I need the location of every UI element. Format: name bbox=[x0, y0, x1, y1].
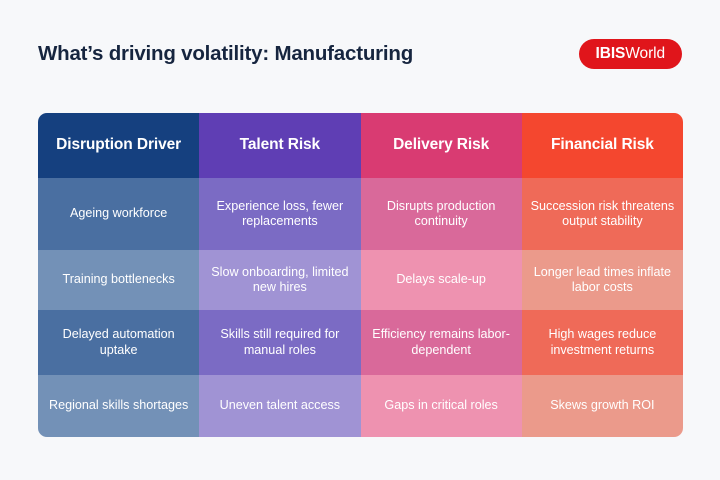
ibisworld-logo: IBISWorld bbox=[578, 39, 682, 69]
cell-talent-1: Experience loss, fewer replacements bbox=[199, 178, 361, 250]
table-row: Regional skills shortages Uneven talent … bbox=[38, 375, 683, 437]
column-header-disruption-driver: Disruption Driver bbox=[38, 113, 200, 178]
risk-matrix-table: Disruption Driver Talent Risk Delivery R… bbox=[38, 113, 683, 437]
cell-talent-4: Uneven talent access bbox=[199, 375, 361, 437]
cell-financial-4: Skews growth ROI bbox=[521, 375, 683, 437]
logo-text-bold: IBIS bbox=[595, 45, 626, 62]
cell-driver-3: Delayed automation uptake bbox=[38, 310, 200, 375]
cell-delivery-2: Delays scale-up bbox=[360, 250, 522, 310]
cell-driver-1: Ageing workforce bbox=[38, 178, 200, 250]
table-row: Training bottlenecks Slow onboarding, li… bbox=[38, 250, 683, 310]
cell-driver-2: Training bottlenecks bbox=[38, 250, 200, 310]
cell-talent-2: Slow onboarding, limited new hires bbox=[199, 250, 361, 310]
cell-financial-3: High wages reduce investment returns bbox=[521, 310, 683, 375]
cell-delivery-4: Gaps in critical roles bbox=[360, 375, 522, 437]
slide-header: What’s driving volatility: Manufacturing… bbox=[0, 0, 720, 108]
cell-talent-3: Skills still required for manual roles bbox=[199, 310, 361, 375]
column-header-talent-risk: Talent Risk bbox=[199, 113, 361, 178]
cell-delivery-1: Disrupts production continuity bbox=[360, 178, 522, 250]
table-header-row: Disruption Driver Talent Risk Delivery R… bbox=[38, 113, 683, 178]
column-header-delivery-risk: Delivery Risk bbox=[360, 113, 522, 178]
cell-driver-4: Regional skills shortages bbox=[38, 375, 200, 437]
logo-text-regular: World bbox=[625, 45, 665, 62]
table-row: Delayed automation uptake Skills still r… bbox=[38, 310, 683, 375]
logo-text: IBISWorld bbox=[595, 45, 666, 63]
table-row: Ageing workforce Experience loss, fewer … bbox=[38, 178, 683, 250]
column-header-financial-risk: Financial Risk bbox=[521, 113, 683, 178]
page-title: What’s driving volatility: Manufacturing bbox=[38, 42, 414, 65]
cell-financial-1: Succession risk threatens output stabili… bbox=[521, 178, 683, 250]
cell-delivery-3: Efficiency remains labor-dependent bbox=[360, 310, 522, 375]
cell-financial-2: Longer lead times inflate labor costs bbox=[521, 250, 683, 310]
